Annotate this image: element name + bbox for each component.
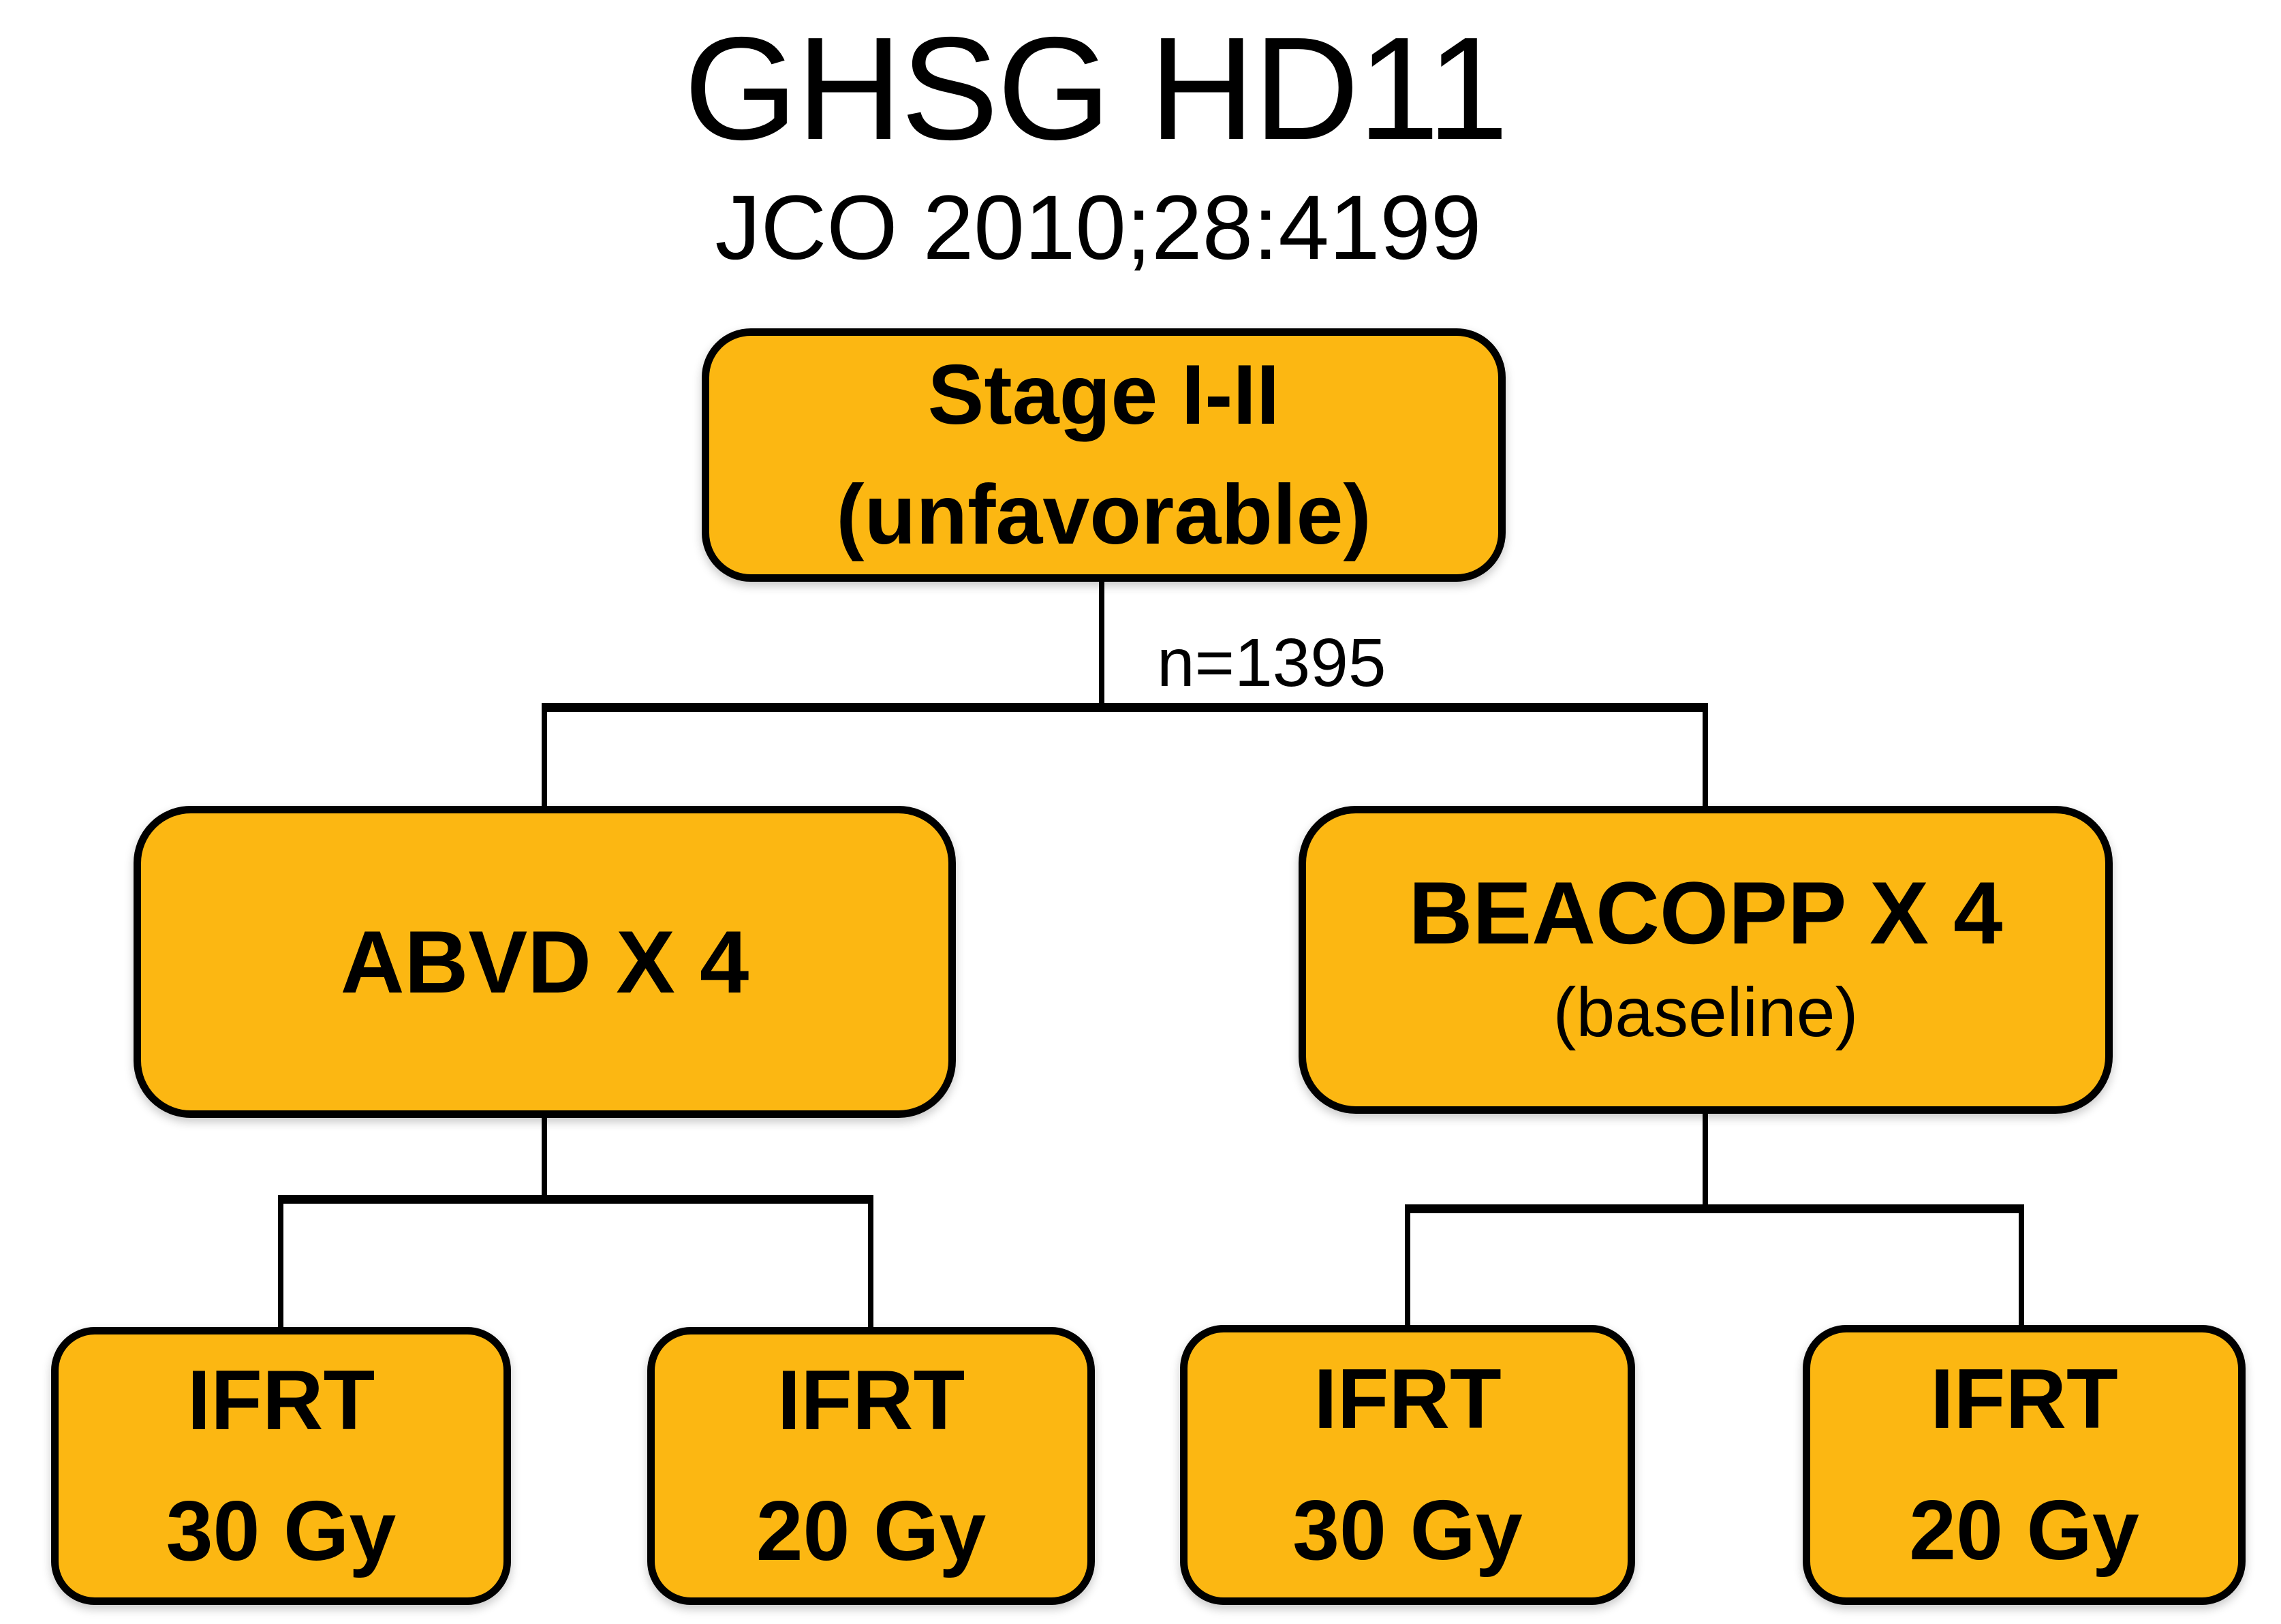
connector-abvd-right-drop xyxy=(868,1195,873,1327)
connector-beacopp-bar xyxy=(1405,1204,2024,1213)
connector-abvd-bar xyxy=(278,1195,873,1204)
node-ifrt2-line1: IFRT xyxy=(777,1353,965,1448)
node-stage-i-ii: Stage I-II (unfavorable) xyxy=(702,328,1506,582)
node-stage-line1: Stage I-II xyxy=(927,347,1280,442)
node-beacopp-line2: (baseline) xyxy=(1553,973,1859,1052)
node-ifrt4-line1: IFRT xyxy=(1930,1352,2118,1447)
connector-root-stem xyxy=(1099,582,1104,708)
node-beacopp-line1: BEACOPP X 4 xyxy=(1408,863,2003,963)
connector-tier1-right-drop xyxy=(1703,703,1708,806)
node-ifrt3-line2: 30 Gy xyxy=(1292,1483,1523,1578)
node-ifrt4-line2: 20 Gy xyxy=(1909,1483,2139,1578)
connector-abvd-left-drop xyxy=(278,1195,283,1327)
enrollment-label: n=1395 xyxy=(1157,625,1386,701)
node-ifrt1-line2: 30 Gy xyxy=(166,1484,397,1578)
node-ifrt-20gy-abvd: IFRT 20 Gy xyxy=(647,1327,1095,1605)
node-abvd: ABVD X 4 xyxy=(134,806,956,1118)
node-stage-line2: (unfavorable) xyxy=(836,468,1371,562)
connector-beacopp-right-drop xyxy=(2019,1204,2024,1325)
node-ifrt2-line2: 20 Gy xyxy=(756,1484,987,1578)
node-ifrt3-line1: IFRT xyxy=(1314,1352,1502,1447)
node-abvd-line1: ABVD X 4 xyxy=(340,912,749,1012)
connector-beacopp-stem xyxy=(1703,1114,1708,1209)
diagram-subtitle: JCO 2010;28:4199 xyxy=(715,177,1482,279)
connector-tier1-bar xyxy=(542,703,1708,712)
node-beacopp: BEACOPP X 4 (baseline) xyxy=(1299,806,2113,1114)
connector-tier1-left-drop xyxy=(542,703,547,806)
node-ifrt1-line1: IFRT xyxy=(187,1353,375,1448)
connector-beacopp-left-drop xyxy=(1405,1204,1410,1325)
diagram-title: GHSG HD11 xyxy=(683,6,1509,170)
node-ifrt-30gy-abvd: IFRT 30 Gy xyxy=(51,1327,511,1605)
node-ifrt-30gy-beacopp: IFRT 30 Gy xyxy=(1180,1325,1635,1605)
connector-abvd-stem xyxy=(542,1118,547,1200)
node-ifrt-20gy-beacopp: IFRT 20 Gy xyxy=(1803,1325,2246,1605)
